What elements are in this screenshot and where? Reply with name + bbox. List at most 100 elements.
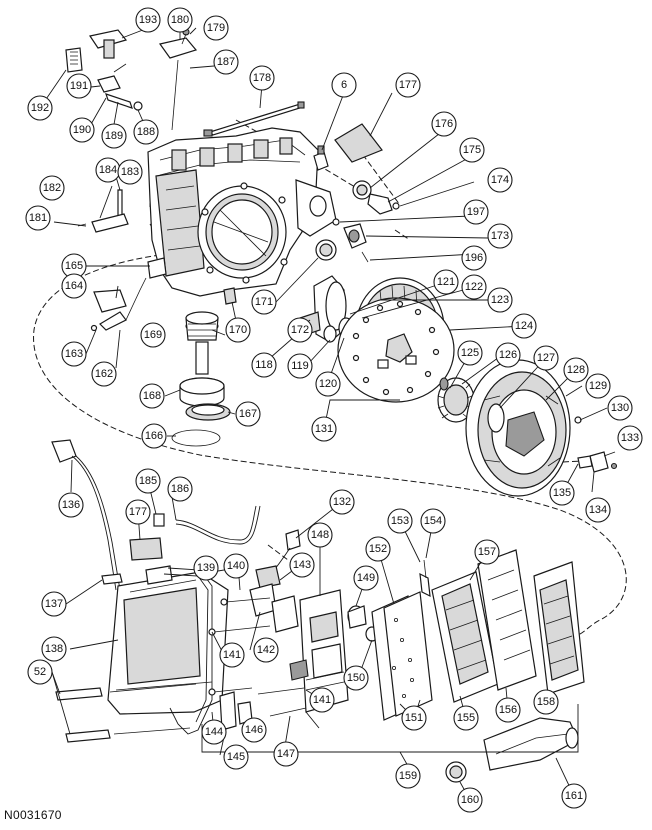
callout: 166: [141, 423, 167, 449]
ring-119: [323, 325, 337, 343]
callout: 188: [133, 119, 159, 145]
callout: 159: [395, 763, 421, 789]
callout: 144: [201, 719, 227, 745]
callout: 171: [251, 289, 277, 315]
svg-text:130: 130: [611, 402, 629, 414]
svg-text:157: 157: [478, 546, 496, 558]
bolt-137: [101, 573, 123, 585]
svg-text:177: 177: [129, 506, 147, 518]
callout: 127: [533, 345, 559, 371]
callout: 187: [213, 49, 239, 75]
callout: 121: [433, 269, 459, 295]
callout: 169: [140, 322, 166, 348]
svg-text:190: 190: [73, 124, 91, 136]
callout: 130: [607, 395, 633, 421]
svg-text:156: 156: [499, 704, 517, 716]
svg-text:185: 185: [139, 475, 157, 487]
svg-text:122: 122: [465, 281, 483, 293]
svg-text:184: 184: [99, 164, 117, 176]
svg-text:180: 180: [171, 14, 189, 26]
callout: 124: [511, 313, 537, 339]
callout: 151: [401, 705, 427, 731]
callout: 196: [461, 245, 487, 271]
bolt-174: [392, 202, 400, 210]
svg-text:138: 138: [45, 643, 63, 655]
callout: 126: [495, 342, 521, 368]
svg-text:142: 142: [257, 644, 275, 656]
svg-text:196: 196: [465, 252, 483, 264]
differential-stack: [171, 311, 231, 447]
svg-text:149: 149: [357, 572, 375, 584]
callout: 141: [309, 687, 335, 713]
callout: 122: [461, 274, 487, 300]
callout: 170: [225, 317, 251, 343]
callout: 193: [135, 7, 161, 33]
callout: 182: [39, 175, 65, 201]
svg-text:193: 193: [139, 14, 157, 26]
sensor-133: [577, 451, 618, 473]
callout: 168: [139, 383, 165, 409]
svg-text:127: 127: [537, 352, 555, 364]
callout: 52: [27, 659, 53, 685]
svg-text:126: 126: [499, 349, 517, 361]
callout: 118: [251, 352, 277, 378]
callout: 167: [235, 401, 261, 427]
callout: 160: [457, 787, 483, 813]
svg-text:148: 148: [311, 529, 329, 541]
svg-text:182: 182: [43, 182, 61, 194]
svg-text:133: 133: [621, 432, 639, 444]
callout: 180: [167, 7, 193, 33]
callout: 155: [453, 705, 479, 731]
callout: 123: [487, 287, 513, 313]
callout: 189: [101, 123, 127, 149]
svg-text:192: 192: [31, 102, 49, 114]
callout: 149: [353, 565, 379, 591]
svg-text:123: 123: [491, 294, 509, 306]
svg-text:159: 159: [399, 770, 417, 782]
gasket-sheet-upper: [334, 123, 383, 163]
svg-text:147: 147: [277, 748, 295, 760]
svg-text:191: 191: [70, 80, 88, 92]
svg-text:174: 174: [491, 174, 509, 186]
svg-text:6: 6: [341, 79, 347, 91]
callout: 139: [193, 555, 219, 581]
svg-text:181: 181: [29, 212, 47, 224]
callout: 165: [61, 253, 87, 279]
callout: 156: [495, 697, 521, 723]
callout: 148: [307, 522, 333, 548]
callout: 137: [41, 591, 67, 617]
callout: 158: [533, 689, 559, 715]
svg-text:125: 125: [461, 347, 479, 359]
manual-valve-detent: [77, 189, 129, 233]
svg-text:162: 162: [95, 368, 113, 380]
pan-gasket-inner: [163, 573, 209, 723]
svg-text:135: 135: [553, 487, 571, 499]
callout: 141: [219, 642, 245, 668]
svg-text:173: 173: [491, 230, 509, 242]
callout: 176: [431, 111, 457, 137]
callout: 183: [117, 159, 143, 185]
seal-ring-inner: [356, 184, 368, 196]
svg-text:166: 166: [145, 430, 163, 442]
svg-text:161: 161: [565, 790, 583, 802]
small-plates: [219, 691, 253, 731]
callout: 177: [395, 72, 421, 98]
parking-linkage: [65, 28, 198, 131]
callout: 179: [203, 15, 229, 41]
svg-text:153: 153: [391, 515, 409, 527]
bracket-175: [367, 193, 393, 215]
svg-text:119: 119: [291, 360, 309, 372]
svg-text:186: 186: [171, 483, 189, 495]
svg-text:177: 177: [399, 79, 417, 91]
svg-text:160: 160: [461, 794, 479, 806]
callout: 129: [585, 373, 611, 399]
gasket-sheet-lower: [129, 537, 163, 561]
figure-id: N0031670: [4, 808, 62, 822]
callout: 184: [95, 157, 121, 183]
svg-text:146: 146: [245, 724, 263, 736]
svg-text:179: 179: [207, 22, 225, 34]
callout: 150: [343, 665, 369, 691]
svg-text:139: 139: [197, 562, 215, 574]
svg-text:141: 141: [223, 649, 241, 661]
part-165: [147, 257, 167, 279]
